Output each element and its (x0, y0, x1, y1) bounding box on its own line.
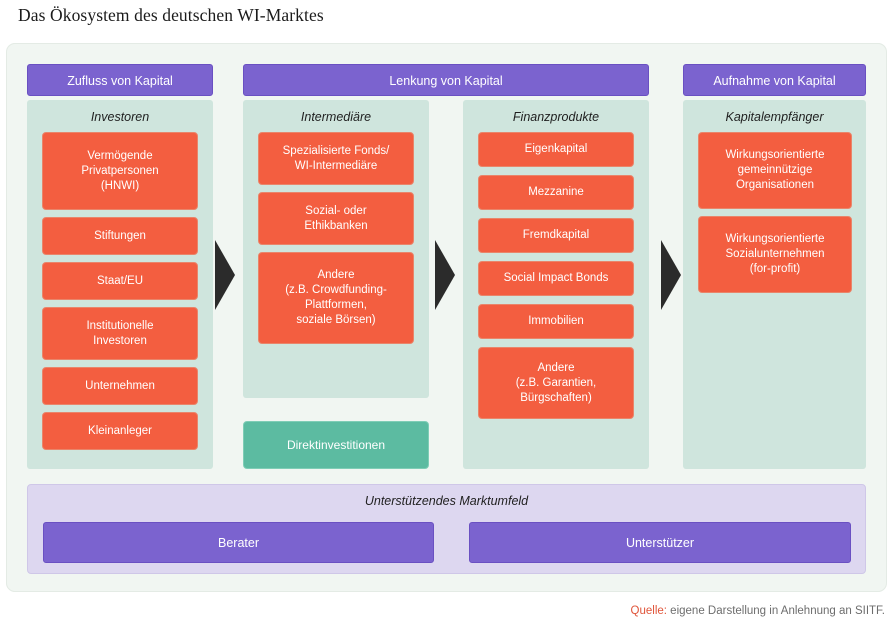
support-box-berater[interactable]: Berater (43, 522, 434, 563)
stage-header-lenkung: Lenkung von Kapital (243, 64, 649, 96)
group-column-kapitalempfaenger: Kapitalempfänger Wirkungsorientierte gem… (683, 100, 866, 469)
stage-header-aufnahme: Aufnahme von Kapital (683, 64, 866, 96)
item-box-fremdkapital[interactable]: Fremdkapital (478, 218, 634, 253)
item-box-stiftungen[interactable]: Stiftungen (42, 217, 198, 255)
item-box-vermoegende-privatpersonen[interactable]: Vermögende Privatpersonen (HNWI) (42, 132, 198, 210)
direct-investment-box[interactable]: Direktinvestitionen (243, 421, 429, 469)
support-band-title: Unterstützendes Marktumfeld (364, 494, 529, 508)
flow-arrow-right-icon (661, 240, 681, 310)
item-box-andere-garantien[interactable]: Andere (z.B. Garantien, Bürgschaften) (478, 347, 634, 419)
item-box-andere-crowdfunding[interactable]: Andere (z.B. Crowdfunding- Plattformen, … (258, 252, 414, 344)
stage-header-zufluss: Zufluss von Kapital (27, 64, 213, 96)
source-note: Quelle: eigene Darstellung in Anlehnung … (631, 605, 885, 617)
support-band: Unterstützendes Marktumfeld Berater Unte… (27, 484, 866, 574)
source-note-label: Quelle: (630, 605, 667, 617)
item-box-wirkungsorientierte-sozialunternehmen[interactable]: Wirkungsorientierte Sozialunternehmen (f… (698, 216, 852, 293)
group-column-investoren: Investoren Vermögende Privatpersonen (HN… (27, 100, 213, 469)
diagram-panel: Zufluss von Kapital Lenkung von Kapital … (6, 43, 887, 592)
item-box-institutionelle-investoren[interactable]: Institutionelle Investoren (42, 307, 198, 360)
group-title-finanzprodukte: Finanzprodukte (512, 110, 600, 124)
group-column-finanzprodukte: Finanzprodukte Eigenkapital Mezzanine Fr… (463, 100, 649, 469)
page-title: Das Ökosystem des deutschen WI-Marktes (18, 5, 324, 25)
item-box-spezialisierte-fonds[interactable]: Spezialisierte Fonds/ WI-Intermediäre (258, 132, 414, 185)
item-box-immobilien[interactable]: Immobilien (478, 304, 634, 339)
item-box-eigenkapital[interactable]: Eigenkapital (478, 132, 634, 167)
item-box-kleinanleger[interactable]: Kleinanleger (42, 412, 198, 450)
item-box-unternehmen[interactable]: Unternehmen (42, 367, 198, 405)
item-box-wirkungsorientierte-gemeinnuetzige[interactable]: Wirkungsorientierte gemeinnützige Organi… (698, 132, 852, 209)
group-title-intermediaere: Intermediäre (300, 110, 372, 124)
group-column-intermediaere: Intermediäre Spezialisierte Fonds/ WI-In… (243, 100, 429, 398)
support-box-unterstuetzer[interactable]: Unterstützer (469, 522, 851, 563)
item-box-mezzanine[interactable]: Mezzanine (478, 175, 634, 210)
flow-arrow-right-icon (435, 240, 455, 310)
group-title-investoren: Investoren (90, 110, 150, 124)
group-title-kapitalempfaenger: Kapitalempfänger (725, 110, 824, 124)
flow-arrow-right-icon (215, 240, 235, 310)
item-box-sozial-ethikbanken[interactable]: Sozial- oder Ethikbanken (258, 192, 414, 245)
item-box-social-impact-bonds[interactable]: Social Impact Bonds (478, 261, 634, 296)
source-note-text: eigene Darstellung in Anlehnung an SIITF… (666, 605, 885, 617)
item-box-staat-eu[interactable]: Staat/EU (42, 262, 198, 300)
